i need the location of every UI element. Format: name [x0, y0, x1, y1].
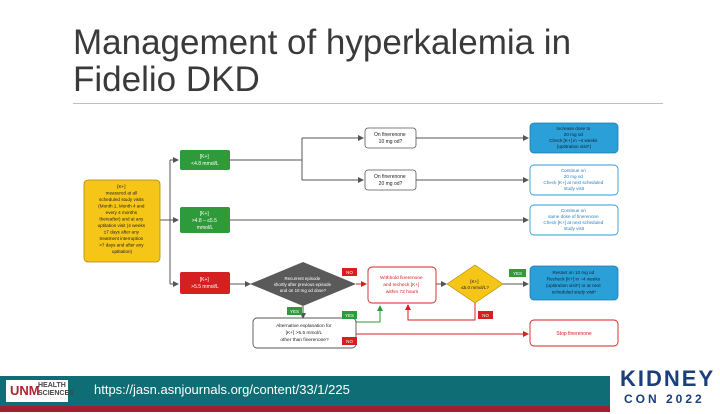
alternative-explanation-node: Alternative explanation for [K+] >5.5 mm…: [252, 317, 357, 349]
unm-logo-text: HEALTH SCIENCES: [38, 382, 74, 398]
yes-label-alternative: YES: [342, 311, 357, 319]
svg-text:NO: NO: [346, 339, 353, 344]
start-node: [K+] measured at all scheduled study vis…: [83, 179, 161, 263]
svg-text:Restart on 10 mg od Re: Restart on 10 mg od Recheck [K+] in ~4 w…: [546, 270, 602, 295]
logo-text-line-1: HEALTH: [38, 382, 66, 389]
stop-finerenone-node: Stop finerenone: [529, 319, 619, 347]
logo-text-line-2: SCIENCES: [38, 390, 74, 397]
svg-text:Stop finerenone: Stop finerenone: [556, 331, 592, 337]
kidneycon-logo: [614, 365, 720, 414]
k-check-diamond: [K+] ≤5.0 mmol/L?: [446, 264, 504, 304]
continue-20-node: Continue on 20 mg od Check [K+] at next …: [529, 164, 619, 196]
yes-label-k-check: YES: [509, 269, 526, 277]
green-connectors: [356, 305, 383, 323]
svg-text:Withhold finerenone an: Withhold finerenone and recheck [K+] wit…: [380, 275, 424, 295]
increase-dose-node: Increase dose to 20 mg od Check [K+] in …: [529, 122, 619, 154]
on-finerenone-10-node: On finerenone 10 mg od?: [364, 127, 417, 149]
yes-label-recurrent: YES: [287, 307, 302, 315]
restart-node: Restart on 10 mg od Recheck [K+] in ~4 w…: [529, 265, 619, 301]
title-line-1: Management of hyperkalemia in: [73, 23, 572, 62]
svg-text:Recurrent episode shor: Recurrent episode shortly after previous…: [274, 276, 333, 293]
red-connectors: [356, 281, 529, 337]
no-label-recurrent: NO: [342, 268, 357, 276]
slide-title: Management of hyperkalemia in Fidelio DK…: [73, 24, 673, 98]
footer-url-link[interactable]: https://jasn.asnjournals.org/content/33/…: [94, 382, 350, 397]
on-finerenone-20-node: On finerenone 20 mg od?: [364, 169, 417, 191]
withhold-finerenone-node: Withhold finerenone and recheck [K+] wit…: [367, 266, 437, 304]
no-label-k-check: NO: [478, 311, 493, 319]
unm-logo-mark: UNM: [10, 383, 40, 398]
svg-text:[K+] >5.5 mmol/L: [K+] >5.5 mmol/L: [191, 277, 219, 290]
k-low-node: [K+] <4.8 mmol/L: [180, 150, 230, 170]
footer-accent-bar: [0, 406, 610, 412]
title-divider: [73, 103, 663, 104]
footer-bar: [0, 376, 610, 406]
svg-text:On finerenone 20 mg od: On finerenone 20 mg od?: [374, 174, 407, 187]
recurrent-episode-diamond: Recurrent episode shortly after previous…: [250, 262, 356, 306]
no-label-alternative: NO: [342, 337, 357, 345]
connectors: [160, 135, 529, 319]
svg-text:YES: YES: [513, 271, 522, 276]
svg-text:[K+] >4.8 – ≤5.5: [K+] >4.8 – ≤5.5 mmol/L: [192, 211, 219, 231]
kidneycon-logo-title: KIDNEY: [620, 366, 716, 391]
svg-text:On finerenone 10 mg od: On finerenone 10 mg od?: [374, 132, 407, 145]
svg-text:YES: YES: [345, 313, 354, 318]
svg-text:Alternative explanation for: Alternative explanation for [K+] >5.5 mm…: [276, 323, 333, 343]
k-mid-node: [K+] >4.8 – ≤5.5 mmol/L: [180, 207, 230, 233]
unm-logo: [6, 380, 68, 402]
svg-text:YES: YES: [290, 309, 299, 314]
title-line-2: Fidelio DKD: [73, 60, 260, 99]
svg-text:[K+] <4.8 mmol/L: [K+] <4.8 mmol/L: [191, 154, 219, 167]
svg-text:Continue on 20 mg od: Continue on 20 mg od Check [K+] at next …: [543, 168, 604, 191]
svg-text:Increase dose to 20 mg: Increase dose to 20 mg od Check [K+] in …: [549, 126, 599, 149]
svg-text:NO: NO: [346, 270, 353, 275]
kidneycon-logo-subtitle: CON 2022: [624, 392, 705, 406]
svg-text:Continue on same dose: Continue on same dose of finerenone Chec…: [543, 208, 604, 231]
k-high-node: [K+] >5.5 mmol/L: [180, 272, 230, 294]
continue-same-dose-node: Continue on same dose of finerenone Chec…: [529, 204, 619, 236]
svg-text:NO: NO: [482, 313, 489, 318]
svg-text:[K+] ≤5.0 mmol/L?: [K+] ≤5.0 mmol/L?: [461, 279, 489, 290]
start-node-text: [K+] measured at all scheduled study vis…: [98, 184, 147, 254]
